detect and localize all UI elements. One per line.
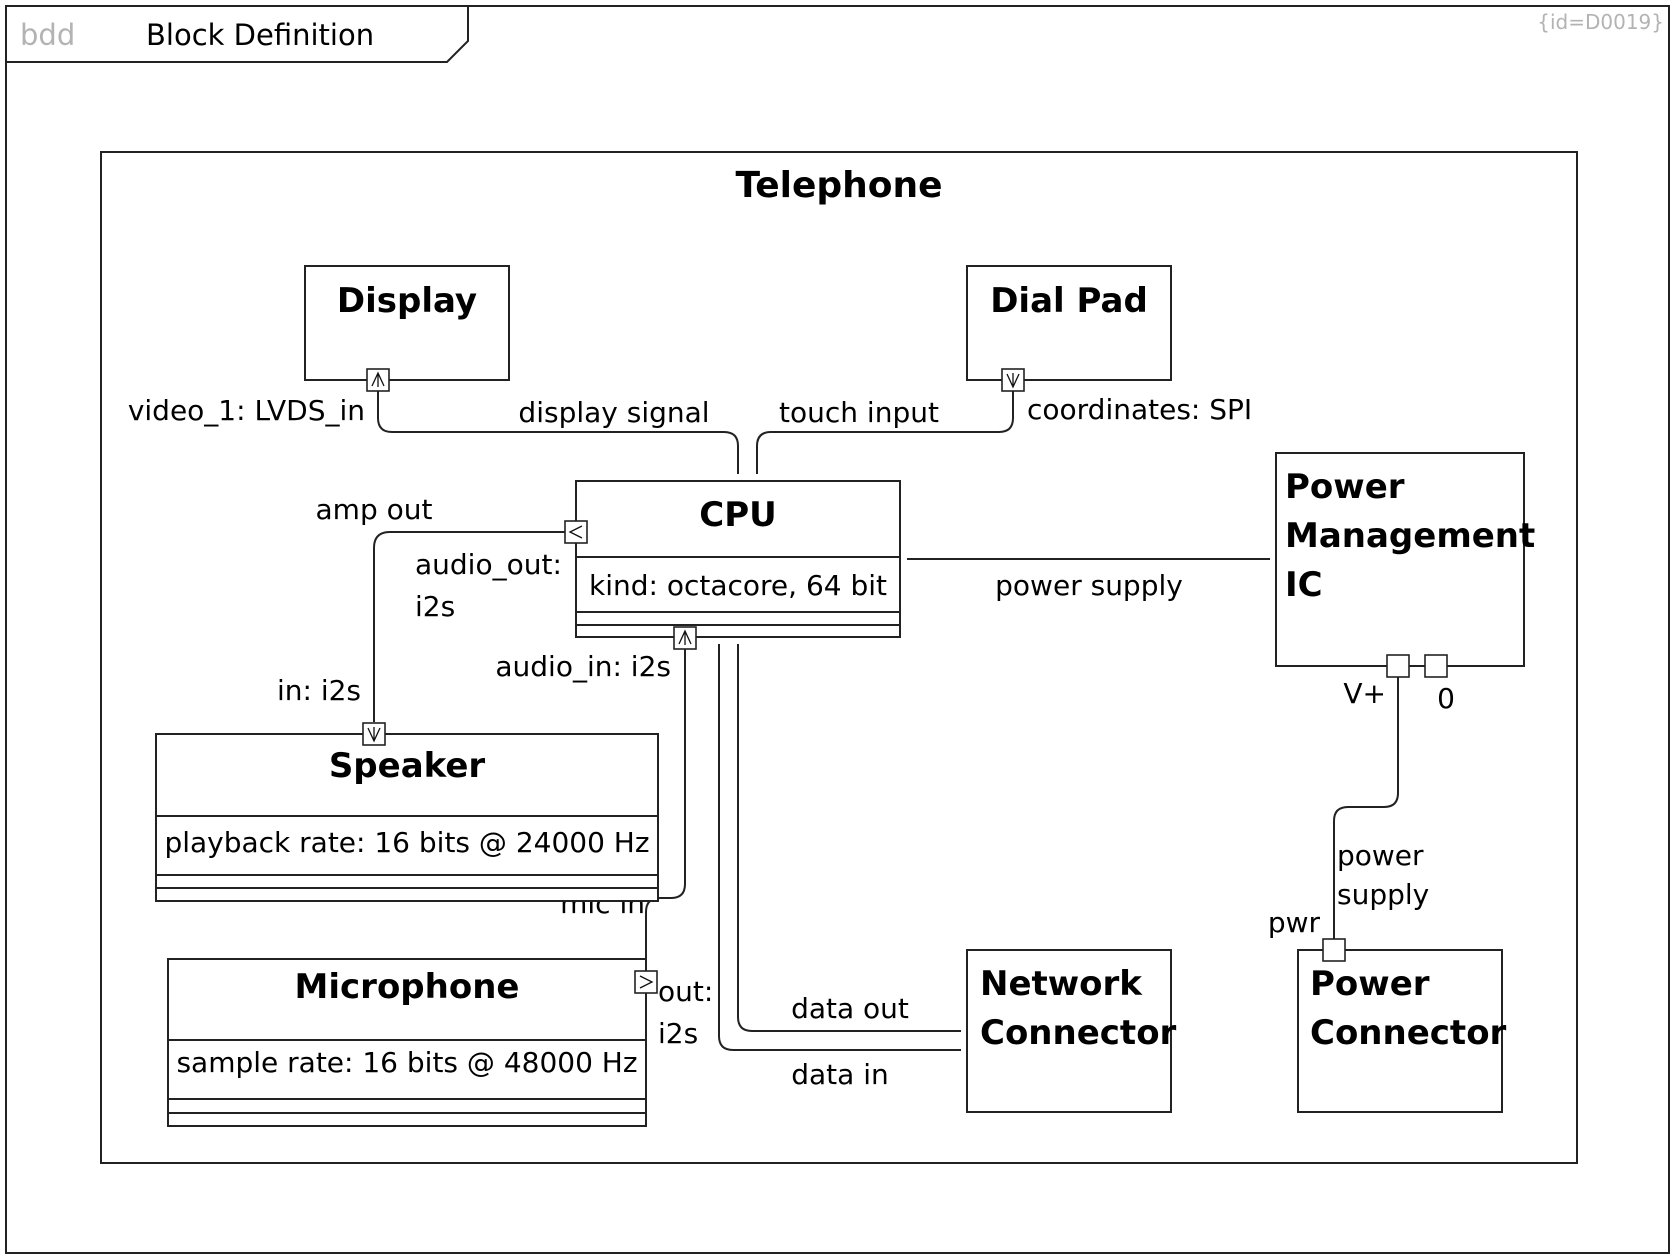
arrow-left-icon <box>568 525 583 539</box>
block-pmic-name-line1: Power <box>1285 467 1405 507</box>
port-label-mic-out-line1: out: <box>658 975 713 1008</box>
block-power-management-ic[interactable]: Power Management IC <box>1275 452 1535 667</box>
connector-label-data-out: data out <box>791 992 909 1025</box>
diagram-title: Block Definition <box>146 18 374 52</box>
connector-label-amp-out: amp out <box>316 493 433 526</box>
connector-label-display-signal: display signal <box>518 396 709 429</box>
port-mic-out[interactable] <box>634 970 658 994</box>
arrow-down-icon <box>367 727 381 743</box>
connector-display-signal[interactable] <box>377 390 739 474</box>
port-label-mic-out-line2: i2s <box>658 1017 698 1050</box>
connector-data-in[interactable] <box>718 644 961 1051</box>
block-speaker-name: Speaker <box>329 746 486 786</box>
block-network-connector-body[interactable] <box>966 949 1172 1113</box>
port-label-cpu-audio-out-line1: audio_out: <box>415 548 562 581</box>
port-label-pmic-vplus: V+ <box>1343 677 1386 710</box>
port-power-pwr[interactable] <box>1322 938 1346 962</box>
port-pmic-vplus[interactable] <box>1386 654 1410 678</box>
arrow-down-icon <box>1006 373 1020 389</box>
port-dialpad-coords[interactable] <box>1001 368 1025 392</box>
connector-label-power-supply: power supply <box>995 569 1183 602</box>
connector-label-power-supply-line1: power <box>1337 839 1424 872</box>
port-cpu-audio-in[interactable] <box>673 626 697 650</box>
block-network-connector-name-line1: Network <box>980 964 1143 1004</box>
block-power-connector[interactable]: Power Connector <box>1297 949 1507 1113</box>
block-pmic-name-line2: Management <box>1285 516 1535 556</box>
block-display[interactable]: Display <box>304 265 510 381</box>
port-label-cpu-audio-out-line2: i2s <box>415 590 455 623</box>
block-speaker-body[interactable] <box>155 733 659 902</box>
connector-data-out[interactable] <box>737 644 961 1032</box>
block-network-connector[interactable]: Network Connector <box>966 949 1177 1113</box>
block-pmic-body[interactable] <box>1275 452 1525 667</box>
port-box[interactable] <box>634 970 658 994</box>
port-box[interactable] <box>564 520 588 544</box>
connector-label-touch-input: touch input <box>779 396 939 429</box>
diagram-id: {id=D0019} <box>1537 10 1664 34</box>
arrow-up-icon <box>678 629 692 645</box>
block-network-connector-name-line2: Connector <box>980 1013 1177 1053</box>
block-microphone-attribute: sample rate: 16 bits @ 48000 Hz <box>176 1046 637 1079</box>
port-pmic-zero[interactable] <box>1424 654 1448 678</box>
block-cpu[interactable]: CPU kind: octacore, 64 bit <box>575 480 901 638</box>
block-dial-pad-body[interactable] <box>966 265 1172 381</box>
block-power-connector-name-line1: Power <box>1310 964 1430 1004</box>
block-power-connector-name-line2: Connector <box>1310 1013 1507 1053</box>
block-telephone-title: Telephone <box>735 165 942 206</box>
connector-mic-in[interactable] <box>645 649 686 971</box>
block-dial-pad[interactable]: Dial Pad <box>966 265 1172 381</box>
port-label-speaker-in: in: i2s <box>277 674 361 707</box>
diagram-kind-label: bdd <box>20 18 75 52</box>
port-label-cpu-audio-in: audio_in: i2s <box>495 650 671 683</box>
block-cpu-name: CPU <box>699 495 776 535</box>
frame-header-tab <box>6 6 469 63</box>
connector-label-power-supply-line2: supply <box>1337 878 1429 911</box>
block-microphone-name: Microphone <box>295 967 520 1007</box>
port-label-display-video: video_1: LVDS_in <box>128 394 365 427</box>
connector-power-supply-pwr[interactable] <box>1333 677 1399 950</box>
block-cpu-attribute: kind: octacore, 64 bit <box>589 569 887 602</box>
port-label-pmic-zero: 0 <box>1437 682 1455 715</box>
port-label-dialpad-coords: coordinates: SPI <box>1027 393 1252 426</box>
port-speaker-in[interactable] <box>362 722 386 746</box>
arrow-right-icon <box>639 975 654 989</box>
block-microphone[interactable]: Microphone sample rate: 16 bits @ 48000 … <box>167 958 647 1127</box>
connector-amp-out[interactable] <box>373 531 565 722</box>
port-cpu-audio-out[interactable] <box>564 520 588 544</box>
port-label-power-pwr: pwr <box>1268 906 1321 939</box>
connector-touch-input[interactable] <box>756 390 1014 474</box>
port-display-video[interactable] <box>366 368 390 392</box>
block-pmic-name-line3: IC <box>1285 565 1323 605</box>
arrow-up-icon <box>371 371 385 387</box>
block-display-name: Display <box>337 281 477 321</box>
block-power-connector-body[interactable] <box>1297 949 1503 1113</box>
block-speaker[interactable]: Speaker playback rate: 16 bits @ 24000 H… <box>155 733 659 902</box>
connector-label-data-in: data in <box>791 1058 889 1091</box>
block-display-body[interactable] <box>304 265 510 381</box>
block-dial-pad-name: Dial Pad <box>990 281 1148 321</box>
block-speaker-attribute: playback rate: 16 bits @ 24000 Hz <box>164 826 649 859</box>
